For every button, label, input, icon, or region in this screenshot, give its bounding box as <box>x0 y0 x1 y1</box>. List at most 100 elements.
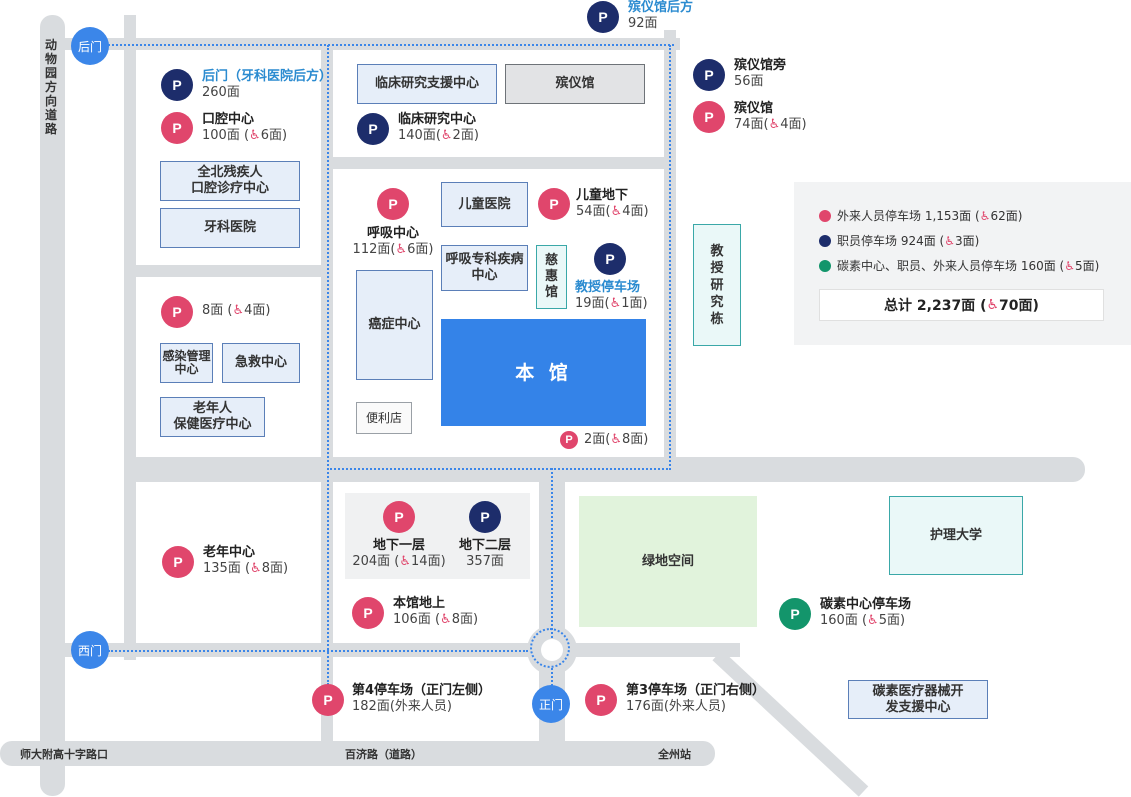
parking-accessible: 2面) <box>452 128 479 143</box>
legend-panel: 外来人员停车场 1,153面 (♿62面) 职员停车场 924面 (♿3面) 碳… <box>794 182 1131 345</box>
parking-count: 100面 ( <box>202 128 250 143</box>
bottom-right-road-label: 全州站 <box>658 748 691 761</box>
children-hospital-building[interactable]: 儿童医院 <box>441 182 528 227</box>
legend-accessible: 5面) <box>1074 259 1100 273</box>
parking-icon[interactable]: P <box>161 296 193 328</box>
parking-name: 地下一层 <box>372 538 425 553</box>
left-road-label: 动物园方向道路 <box>45 38 58 136</box>
parking-infection-area: 8面 (♿4面) <box>202 303 270 319</box>
respiratory-center-building[interactable]: 呼吸专科疾病 中心 <box>441 245 528 291</box>
parking-funeral: 殡仪馆 74面(♿4面) <box>734 101 807 133</box>
cihui-building[interactable]: 慈 惠 馆 <box>536 245 567 309</box>
clinical-support-building[interactable]: 临床研究支援中心 <box>357 64 497 104</box>
parking-icon[interactable]: P <box>594 243 626 275</box>
parking-icon[interactable]: P <box>377 188 409 220</box>
parking-funeral-back: 殡仪馆后方 92面 <box>628 0 693 32</box>
legend-dot <box>819 259 831 272</box>
parking-name: 第3停车场（正门右侧） <box>626 683 766 698</box>
parking-oral-center: 口腔中心 100面 (♿6面) <box>202 112 287 144</box>
parking-name: 殡仪馆后方 <box>628 0 694 15</box>
path-right <box>669 45 671 470</box>
parking-icon[interactable]: P <box>383 501 415 533</box>
parking-icon[interactable]: P <box>357 113 389 145</box>
parking-count: 260面 <box>202 85 240 100</box>
parking-icon[interactable]: P <box>538 188 570 220</box>
parking-name: 口腔中心 <box>202 112 255 127</box>
h-road-a <box>125 265 325 277</box>
parking-accessible: 5面) <box>878 613 906 628</box>
parking-icon[interactable]: P <box>587 1 619 33</box>
parking-name: 碳素中心停车场 <box>820 597 912 612</box>
parking-count: 92面 <box>628 16 658 31</box>
parking-accessible: 4面) <box>244 303 271 318</box>
funeral-hall-building[interactable]: 殡仪馆 <box>505 64 645 104</box>
disabled-dental-building[interactable]: 全北残疾人 口腔诊疗中心 <box>160 161 300 201</box>
parking-icon[interactable]: P <box>469 501 501 533</box>
main-gate[interactable]: 正门 <box>532 685 570 723</box>
legend-total-accessible: 70面) <box>999 298 1039 314</box>
parking-icon[interactable]: P <box>352 597 384 629</box>
cancer-center-building[interactable]: 癌症中心 <box>356 270 433 380</box>
professor-building[interactable]: 教 授 研 究 栋 <box>693 224 741 346</box>
parking-count: 106面 ( <box>393 612 441 627</box>
carbon-device-center-building[interactable]: 碳素医疗器械开 发支援中心 <box>848 680 988 719</box>
emergency-center-building[interactable]: 急救中心 <box>222 343 300 383</box>
parking-icon[interactable]: P <box>312 684 344 716</box>
legend-text: 职员停车场 924面 ( <box>837 234 945 248</box>
parking-b1: 地下一层 204面 (♿14面) <box>349 538 449 570</box>
parking-count: 8面 ( <box>202 303 233 318</box>
path-top <box>108 44 674 46</box>
parking-icon[interactable]: P <box>161 112 193 144</box>
path-mid-left <box>327 45 329 685</box>
back-gate[interactable]: 后门 <box>71 27 109 65</box>
wheelchair-icon: ♿ <box>610 432 622 447</box>
underground-area <box>345 493 530 579</box>
parking-icon[interactable]: P <box>779 598 811 630</box>
path-main-gate <box>551 668 553 690</box>
parking-accessible: 1面) <box>621 296 648 311</box>
parking-icon[interactable]: P <box>693 59 725 91</box>
bottom-road <box>0 741 715 766</box>
wheelchair-icon: ♿ <box>232 303 245 318</box>
parking-elderly-center: 老年中心 135面 (♿8面) <box>203 545 288 577</box>
parking-icon[interactable]: P <box>693 101 725 133</box>
wheelchair-icon: ♿ <box>768 117 781 132</box>
parking-icon[interactable]: P <box>162 546 194 578</box>
parking-professor: 教授停车场 19面(♿1面) <box>575 280 648 312</box>
path-middle <box>327 468 671 470</box>
parking-accessible: 8面) <box>622 432 649 447</box>
parking-count: 135面 ( <box>203 561 251 576</box>
parking-count: 56面 <box>734 74 764 89</box>
dental-hospital-building[interactable]: 牙科医院 <box>160 208 300 248</box>
parking-main-small: 2面(♿8面) <box>584 432 648 448</box>
parking-name: 呼吸中心 <box>366 226 419 241</box>
parking-count: 176面(外来人员) <box>626 699 726 714</box>
parking-icon[interactable]: P <box>161 69 193 101</box>
parking-children-underground: 儿童地下 54面(♿4面) <box>576 188 649 220</box>
parking-name: 地下二层 <box>458 538 511 553</box>
wheelchair-icon: ♿ <box>609 296 622 311</box>
infection-center-building[interactable]: 感染管理 中心 <box>160 343 213 383</box>
parking-count: 54面( <box>576 204 611 219</box>
elderly-care-building[interactable]: 老年人 保健医疗中心 <box>160 397 265 437</box>
legend-item-staff: 职员停车场 924面 (♿3面) <box>819 232 979 249</box>
west-gate[interactable]: 西门 <box>71 631 109 669</box>
wheelchair-icon: ♿ <box>979 208 991 223</box>
convenience-store[interactable]: 便利店 <box>356 402 412 434</box>
parking-carbon-center: 碳素中心停车场 160面 (♿5面) <box>820 597 911 629</box>
inner-left-road <box>124 15 136 660</box>
parking-accessible: 4面) <box>780 117 807 132</box>
parking-icon[interactable]: P <box>585 684 617 716</box>
main-building[interactable]: 本 馆 <box>441 319 646 426</box>
bottom-center-road-label: 百济路（道路） <box>345 748 422 761</box>
wheelchair-icon: ♿ <box>610 204 623 219</box>
diagonal-road <box>712 650 869 797</box>
parking-name: 后门（牙科医院后方） <box>202 69 333 84</box>
wheelchair-icon: ♿ <box>399 554 412 569</box>
parking-name: 殡仪馆旁 <box>734 58 787 73</box>
parking-icon[interactable]: P <box>560 431 578 449</box>
nursing-college-building[interactable]: 护理大学 <box>889 496 1023 575</box>
wheelchair-icon: ♿ <box>395 242 408 257</box>
legend-dot <box>819 209 831 222</box>
parking-accessible: 8面) <box>451 612 479 627</box>
